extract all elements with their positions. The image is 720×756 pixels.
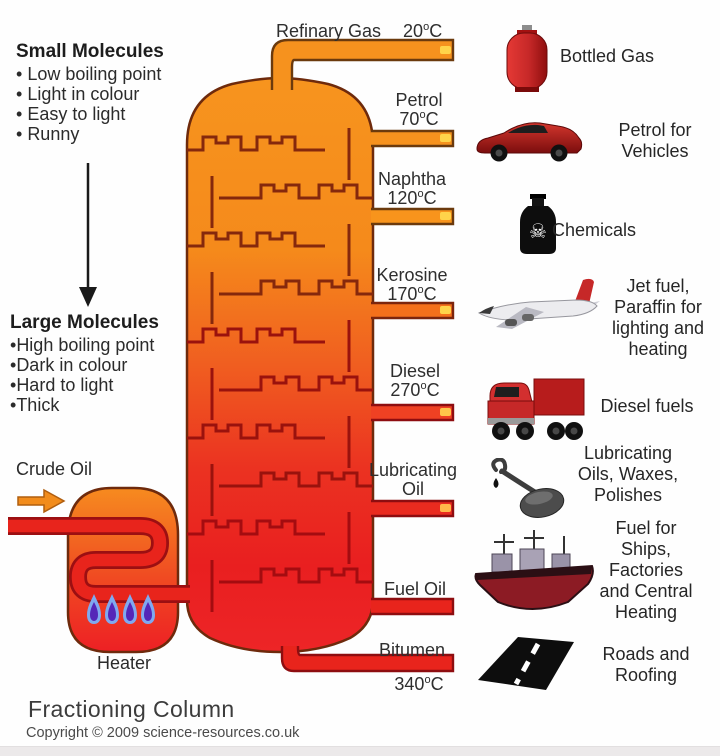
large-molecules-title: Large Molecules [10, 312, 159, 333]
fraction-temp: 170oC [387, 284, 437, 304]
fraction-label-fuel-oil: Fuel Oil [370, 580, 460, 599]
small-molecules-bullet: Low boiling point [16, 64, 164, 84]
fraction-label-kerosine: Kerosine 170oC [364, 266, 460, 304]
product-label: Petrol for Vehicles [618, 120, 692, 161]
fraction-temp: 120oC [387, 188, 437, 208]
ladle-icon [482, 457, 568, 527]
diesel-pipe [371, 403, 455, 422]
bottom-strip [0, 746, 720, 756]
petrol-pipe [371, 129, 455, 148]
small-molecules-bullet: Runny [16, 124, 164, 144]
product-label: Diesel fuels [600, 396, 694, 416]
fraction-temp-bitumen: 340oC [394, 674, 444, 694]
product-label: Chemicals [552, 220, 637, 240]
large-molecules-panel: Large Molecules High boiling point Dark … [10, 312, 159, 416]
fuel-oil-pipe [371, 597, 455, 616]
svg-text:☠: ☠ [529, 219, 547, 243]
fraction-name: Petrol [395, 90, 443, 110]
large-molecules-bullet: High boiling point [10, 335, 159, 355]
heater-coil [8, 517, 190, 603]
fraction-name: Refinary Gas [276, 21, 382, 41]
crude-oil-label: Crude Oil [16, 459, 93, 479]
molecule-size-arrow-icon [79, 163, 97, 307]
product-label: Fuel for Ships, Factories and Central He… [599, 518, 693, 622]
ship-icon [472, 522, 598, 631]
small-molecules-panel: Small Molecules Low boiling point Light … [16, 41, 164, 145]
chemicals-bottle-icon: ☠ [514, 194, 562, 261]
lubricating-oil-pipe [371, 499, 455, 518]
column-trays [187, 128, 373, 612]
product-label: Bottled Gas [560, 46, 655, 66]
fraction-name: Fuel Oil [383, 579, 446, 599]
burner-flames-icon [87, 594, 155, 624]
naphtha-pipe [371, 207, 455, 226]
large-molecules-bullet: Hard to light [10, 375, 159, 395]
kerosine-pipe [371, 301, 455, 320]
fraction-name: Kerosine [376, 265, 448, 285]
outlet-pipes [280, 129, 455, 673]
fraction-label-petrol: Petrol 70oC [378, 91, 460, 129]
gas-cylinder-icon [501, 24, 555, 99]
small-molecules-bullet: Easy to light [16, 104, 164, 124]
truck-icon [480, 372, 590, 447]
fraction-name: Naphtha [377, 169, 447, 189]
fraction-name: Diesel [389, 361, 441, 381]
small-molecules-title: Small Molecules [16, 41, 164, 62]
fraction-label-bitumen: Bitumen [364, 641, 460, 660]
product-label: Jet fuel, Paraffin for lighting and heat… [611, 276, 705, 359]
copyright-text: Copyright © 2009 science-resources.co.uk [26, 725, 300, 741]
fraction-label-diesel: Diesel 270oC [372, 362, 458, 400]
fraction-label-lubricating-oil: Lubricating Oil [358, 461, 468, 499]
refinery-gas-pipe [270, 38, 455, 90]
heater-label: Heater [96, 653, 152, 673]
large-molecules-bullet: Thick [10, 395, 159, 415]
crude-oil-arrow-icon [17, 488, 66, 514]
airplane-icon [474, 272, 604, 347]
product-label: Lubricating Oils, Waxes, Polishes [577, 443, 679, 505]
road-icon [476, 634, 582, 699]
bitumen-pipe [280, 646, 455, 673]
column-vessel [185, 76, 375, 654]
fraction-temp: 270oC [390, 380, 440, 400]
fraction-name: Bitumen [378, 640, 446, 660]
product-label: Roads and Roofing [602, 644, 690, 685]
diagram-title: Fractioning Column [28, 696, 235, 722]
fraction-label-naphtha: Naphtha 120oC [364, 170, 460, 208]
car-icon [472, 110, 586, 173]
fraction-temp: 70oC [399, 109, 439, 129]
large-molecules-bullet: Dark in colour [10, 355, 159, 375]
fraction-temp: 20oC [403, 21, 443, 41]
fraction-name: Lubricating Oil [368, 460, 458, 499]
small-molecules-bullet: Light in colour [16, 84, 164, 104]
fraction-label-refinery-gas: Refinary Gas 20oC [276, 22, 442, 41]
